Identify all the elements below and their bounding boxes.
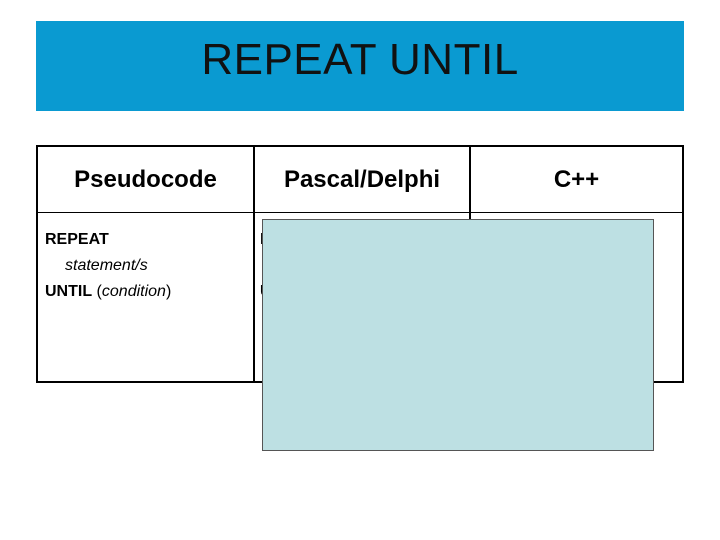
slide-title: REPEAT UNTIL bbox=[201, 35, 519, 84]
paren-open: ( bbox=[92, 283, 102, 300]
covering-box bbox=[262, 219, 654, 451]
comparison-table: Pseudocode Pascal/Delphi C++ REPEAT stat… bbox=[36, 145, 684, 383]
paren-close: ) bbox=[165, 283, 172, 300]
header-cpp: C++ bbox=[553, 165, 600, 193]
column-divider bbox=[253, 147, 255, 381]
pseudocode-line-2: statement/s bbox=[45, 253, 171, 279]
pseudocode-cell: REPEAT statement/s UNTIL (condition) bbox=[45, 227, 171, 305]
header-pseudocode: Pseudocode bbox=[74, 165, 217, 193]
header-pascal-delphi: Pascal/Delphi bbox=[283, 165, 441, 193]
pseudocode-line-3: UNTIL (condition) bbox=[45, 279, 171, 305]
until-keyword: UNTIL bbox=[45, 283, 93, 300]
header-divider bbox=[38, 212, 682, 213]
repeat-keyword: REPEAT bbox=[45, 231, 109, 248]
condition-text: condition bbox=[101, 283, 166, 300]
title-banner: REPEAT UNTIL bbox=[36, 21, 684, 111]
pseudocode-line-1: REPEAT bbox=[45, 227, 171, 253]
statement-text: statement/s bbox=[65, 257, 148, 274]
